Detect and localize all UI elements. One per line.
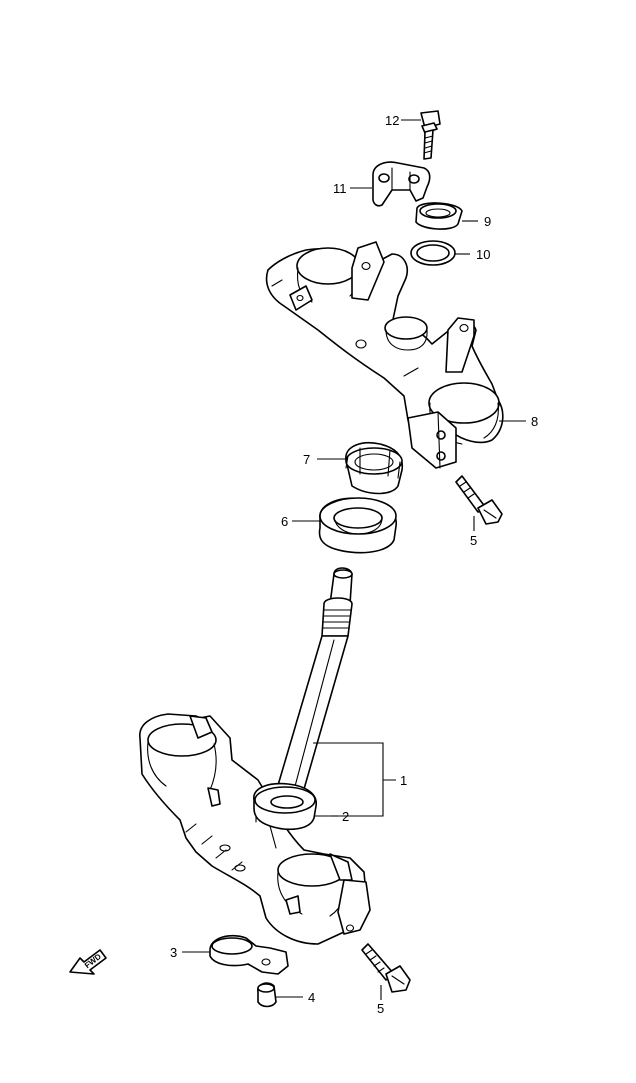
part-1-steering-stem <box>139 567 371 945</box>
part-2-lower-bearing <box>253 782 317 831</box>
callout-3: 3 <box>170 945 177 960</box>
part-9-seal <box>415 202 463 230</box>
part-10-o-ring <box>410 240 456 266</box>
part-8-upper-bracket <box>265 241 504 469</box>
callout-numbers: 12 11 9 10 8 7 5 6 1 2 3 4 5 <box>170 113 538 1016</box>
callout-9: 9 <box>484 214 491 229</box>
callout-7: 7 <box>303 452 310 467</box>
part-3-hose-clamp <box>209 934 289 975</box>
callout-5-upper: 5 <box>470 533 477 548</box>
callout-11: 11 <box>333 181 347 196</box>
callout-1: 1 <box>400 773 407 788</box>
part-5-bolt-lower <box>361 943 411 993</box>
leader-lines <box>182 119 526 1000</box>
callout-2: 2 <box>342 809 349 824</box>
callout-12: 12 <box>385 113 399 128</box>
callout-10: 10 <box>476 247 490 262</box>
part-5-bolt-upper <box>455 475 503 525</box>
part-12-bolt <box>420 110 441 160</box>
callout-5-lower: 5 <box>377 1001 384 1016</box>
callout-8: 8 <box>531 414 538 429</box>
callout-4: 4 <box>308 990 315 1005</box>
part-4-bolt <box>257 982 277 1008</box>
part-11-clamp <box>372 161 431 207</box>
callout-6: 6 <box>281 514 288 529</box>
fwd-arrow-icon: FWD <box>69 949 107 975</box>
part-6-bearing <box>318 497 397 554</box>
part-7-stem-nut <box>345 442 404 495</box>
